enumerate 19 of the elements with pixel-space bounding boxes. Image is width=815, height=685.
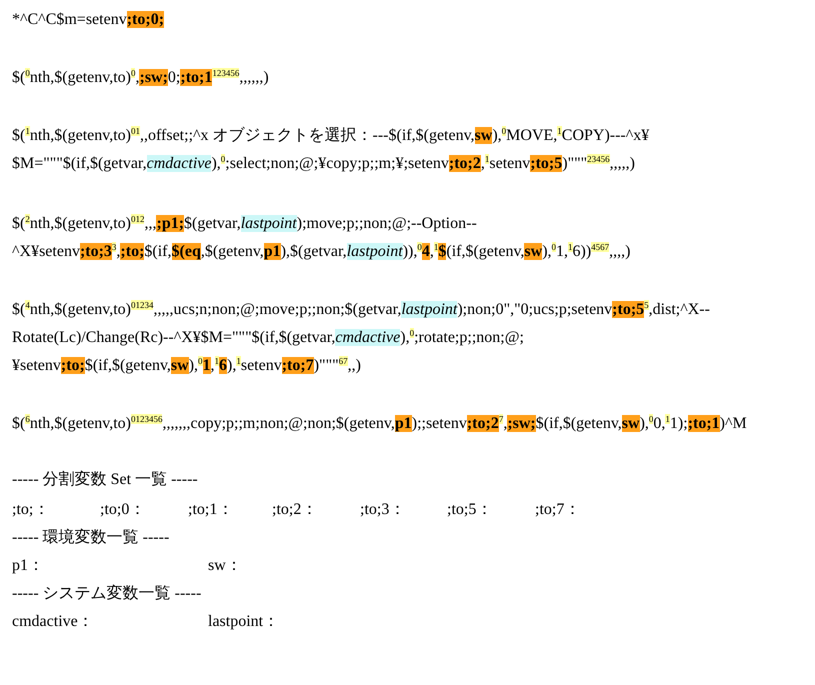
code-line: $($^{0}$nth,$(getenv,to)$^{0}$,;sw;0;;to;1$^{123456}$,,,,,,): [12, 66, 269, 88]
variable-label: ;to;5：: [447, 500, 492, 520]
variable-label: lastpoint：: [208, 612, 280, 632]
variable-label: ;to;0：: [100, 500, 146, 520]
code-paragraph: $($^{2}$nth,$(getenv,to)$^{012}$,,,;p1;$(getvar,lastpoint);move;p;;non;@;--Option--^X¥setenv;to;3$^{3}$,;to;$(if,$(eq,$(getenv,p1),$(getvar,lastpoint)),$^{0}$4,$^{1}$$(if,$(getenv,sw),$^{0}$1,$^{1}$6))$^{4567}$,,,,): [12, 212, 632, 262]
section-heading: ----- 分割変数 Set 一覧 -----: [12, 470, 198, 490]
variable-label: ;to;：: [12, 500, 50, 520]
variable-label: p1：: [12, 556, 44, 576]
variable-label: cmdactive：: [12, 612, 94, 632]
variable-label: ;to;1：: [188, 500, 234, 520]
code-paragraph: $($^{4}$nth,$(getenv,to)$^{01234}$,,,,,ucs;n;non;@;move;p;;non;$(getvar,lastpoint);non;0","0;ucs;p;setenv;to;5$^{5}$,dist;^X--Rotate(Lc)/Change(Rc)--^X¥$M="""$(if,$(getvar,cmdactive),$^{0}$;rotate;p;;non;@;¥setenv;to;$(if,$(getenv,sw),$^{0}$1,$^{1}$6),$^{1}$setenv;to;7)"""$^{67}$,,): [12, 298, 711, 376]
variable-label: ;to;2：: [272, 500, 318, 520]
code-line: *^C^C$m=setenv;to;0;: [12, 10, 164, 30]
variable-label: sw：: [208, 556, 242, 576]
code-paragraph: $($^{6}$nth,$(getenv,to)$^{0123456}$,,,,,,,copy;p;;m;non;@;non;$(getenv,p1);;setenv;to;2$^{7}$,;sw;$(if,$(getenv,sw),$^{0}$0,$^{1}$1);;to;1)^M: [12, 412, 747, 434]
variable-label: ;to;3：: [360, 500, 406, 520]
variable-label: ;to;7：: [535, 500, 580, 520]
section-heading: ----- 環境変数一覧 -----: [12, 528, 170, 548]
section-heading: ----- システム変数一覧 -----: [12, 584, 202, 604]
